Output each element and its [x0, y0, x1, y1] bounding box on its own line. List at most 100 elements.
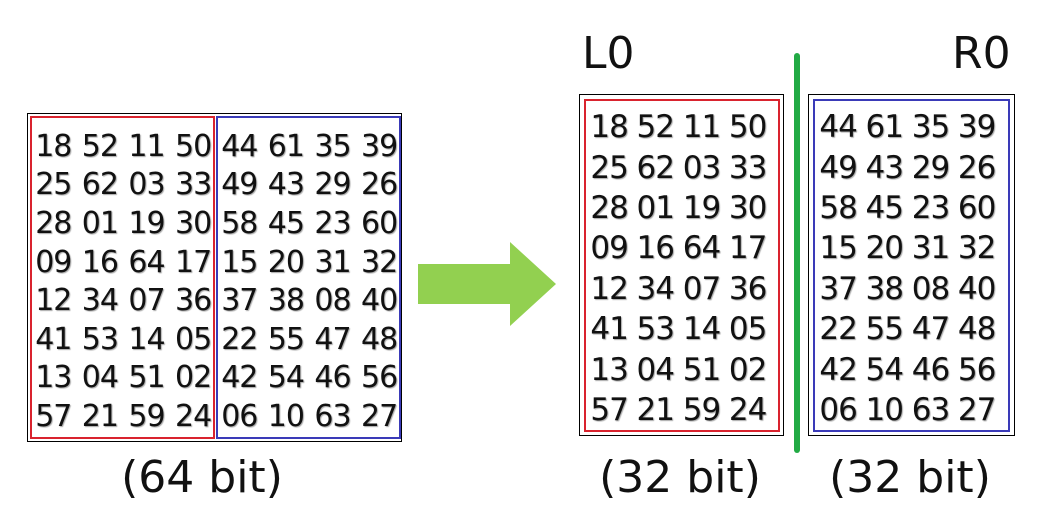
- grid-cell: 51: [682, 351, 721, 388]
- grid-cell: 32: [360, 244, 398, 280]
- grid-cell: 55: [267, 321, 305, 357]
- grid-cell: 20: [267, 244, 305, 280]
- grid-cell: 49: [819, 149, 857, 186]
- grid-cell: 18: [590, 109, 628, 146]
- grid-cell: 22: [819, 311, 857, 348]
- left-output-size-caption: (32 bit): [599, 452, 761, 503]
- grid-cell: 45: [267, 205, 305, 241]
- grid-cell: 57: [590, 391, 628, 428]
- grid-cell: 32: [957, 230, 996, 267]
- grid-cell: 08: [911, 270, 950, 307]
- grid-cell: 18: [35, 128, 72, 164]
- grid-cell: 27: [957, 391, 996, 428]
- grid-cell: 61: [865, 109, 904, 146]
- grid-cell: 16: [81, 244, 119, 280]
- grid-cell: 09: [590, 230, 628, 267]
- grid-cell: 22: [221, 321, 258, 357]
- grid-cell: 61: [267, 128, 305, 164]
- grid-cell: 05: [728, 311, 767, 348]
- grid-cell: 28: [35, 205, 72, 241]
- grid-cell: 26: [957, 149, 996, 186]
- grid-cell: 59: [128, 398, 165, 434]
- grid-cell: 02: [174, 360, 212, 396]
- grid-cell: 37: [221, 283, 258, 319]
- grid-cell: 25: [590, 149, 628, 186]
- grid-cell: 39: [360, 128, 398, 164]
- grid-cell: 26: [360, 167, 398, 203]
- grid-cell: 50: [728, 109, 767, 146]
- grid-cell: 48: [360, 321, 398, 357]
- grid-cell: 59: [682, 391, 721, 428]
- grid-cell: 15: [819, 230, 857, 267]
- grid-cell: 44: [221, 128, 258, 164]
- grid-cell: 06: [221, 398, 258, 434]
- grid-cell: 47: [911, 311, 950, 348]
- grid-cell: 25: [35, 167, 72, 203]
- grid-cell: 03: [682, 149, 721, 186]
- grid-cell: 46: [911, 351, 950, 388]
- right-output-frame: [808, 94, 1015, 436]
- grid-cell: 14: [682, 311, 721, 348]
- left-output-frame: [579, 94, 784, 436]
- grid-cell: 07: [128, 283, 165, 319]
- grid-cell: 53: [81, 321, 119, 357]
- grid-cell: 58: [221, 205, 258, 241]
- grid-cell: 54: [865, 351, 904, 388]
- grid-cell: 35: [911, 109, 950, 146]
- grid-cell: 15: [221, 244, 258, 280]
- grid-cell: 23: [911, 189, 950, 226]
- grid-cell: 35: [314, 128, 351, 164]
- grid-cell: 62: [81, 167, 119, 203]
- right-half-label: R0: [952, 28, 1011, 79]
- grid-cell: 49: [221, 167, 258, 203]
- grid-cell: 17: [728, 230, 767, 267]
- grid-cell: 23: [314, 205, 351, 241]
- grid-cell: 36: [174, 283, 212, 319]
- grid-cell: 29: [314, 167, 351, 203]
- grid-cell: 60: [957, 189, 996, 226]
- left-output-box: [584, 99, 780, 432]
- grid-cell: 38: [865, 270, 904, 307]
- grid-cell: 46: [314, 360, 351, 396]
- grid-cell: 08: [314, 283, 351, 319]
- grid-cell: 31: [314, 244, 351, 280]
- grid-cell: 38: [267, 283, 305, 319]
- grid-cell: 28: [590, 189, 628, 226]
- grid-cell: 24: [174, 398, 212, 434]
- grid-cell: 02: [728, 351, 767, 388]
- grid-cell: 10: [865, 391, 904, 428]
- grid-cell: 31: [911, 230, 950, 267]
- grid-cell: 21: [81, 398, 119, 434]
- grid-cell: 30: [174, 205, 212, 241]
- grid-cell: 60: [360, 205, 398, 241]
- grid-cell: 33: [174, 167, 212, 203]
- grid-cell: 48: [957, 311, 996, 348]
- grid-cell: 52: [81, 128, 119, 164]
- input-left-half-box: [30, 116, 215, 439]
- grid-cell: 19: [128, 205, 165, 241]
- grid-cell: 63: [314, 398, 351, 434]
- grid-cell: 04: [636, 351, 675, 388]
- grid-cell: 56: [360, 360, 398, 396]
- grid-cell: 47: [314, 321, 351, 357]
